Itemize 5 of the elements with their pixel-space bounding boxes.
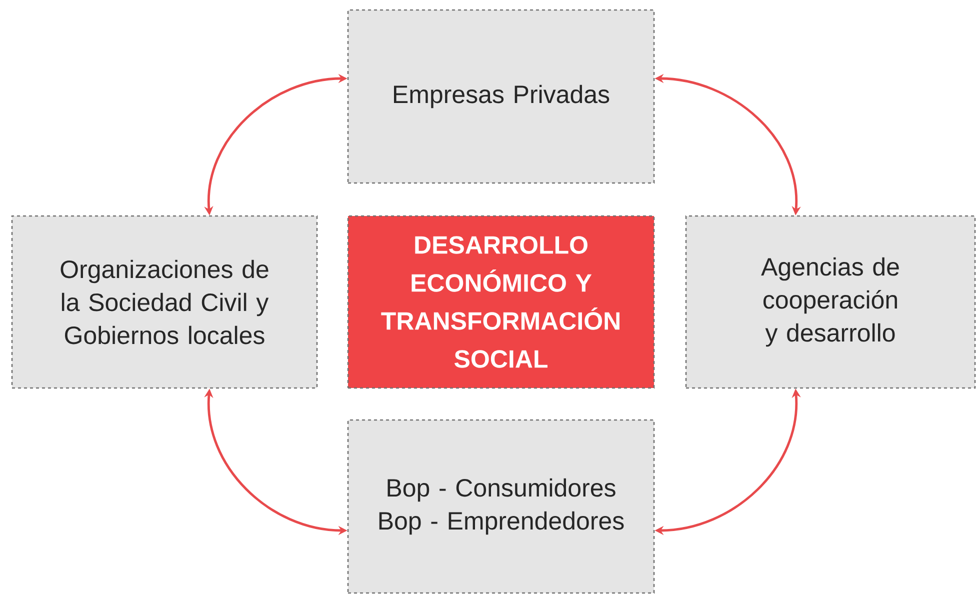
stakeholder-box: Agencias de cooperación y desarrollo [685,215,976,389]
stakeholder-box: Organizaciones de la Sociedad Civil y Gobiernos locales [11,215,318,389]
stakeholder-box: Empresas Privadas [347,9,655,184]
central-box: DESARROLLO ECONÓMICO Y TRANSFORMACIÓN SOCIAL [347,215,655,389]
stakeholder-box: Bop - Consumidores Bop - Emprendedores [347,419,655,594]
